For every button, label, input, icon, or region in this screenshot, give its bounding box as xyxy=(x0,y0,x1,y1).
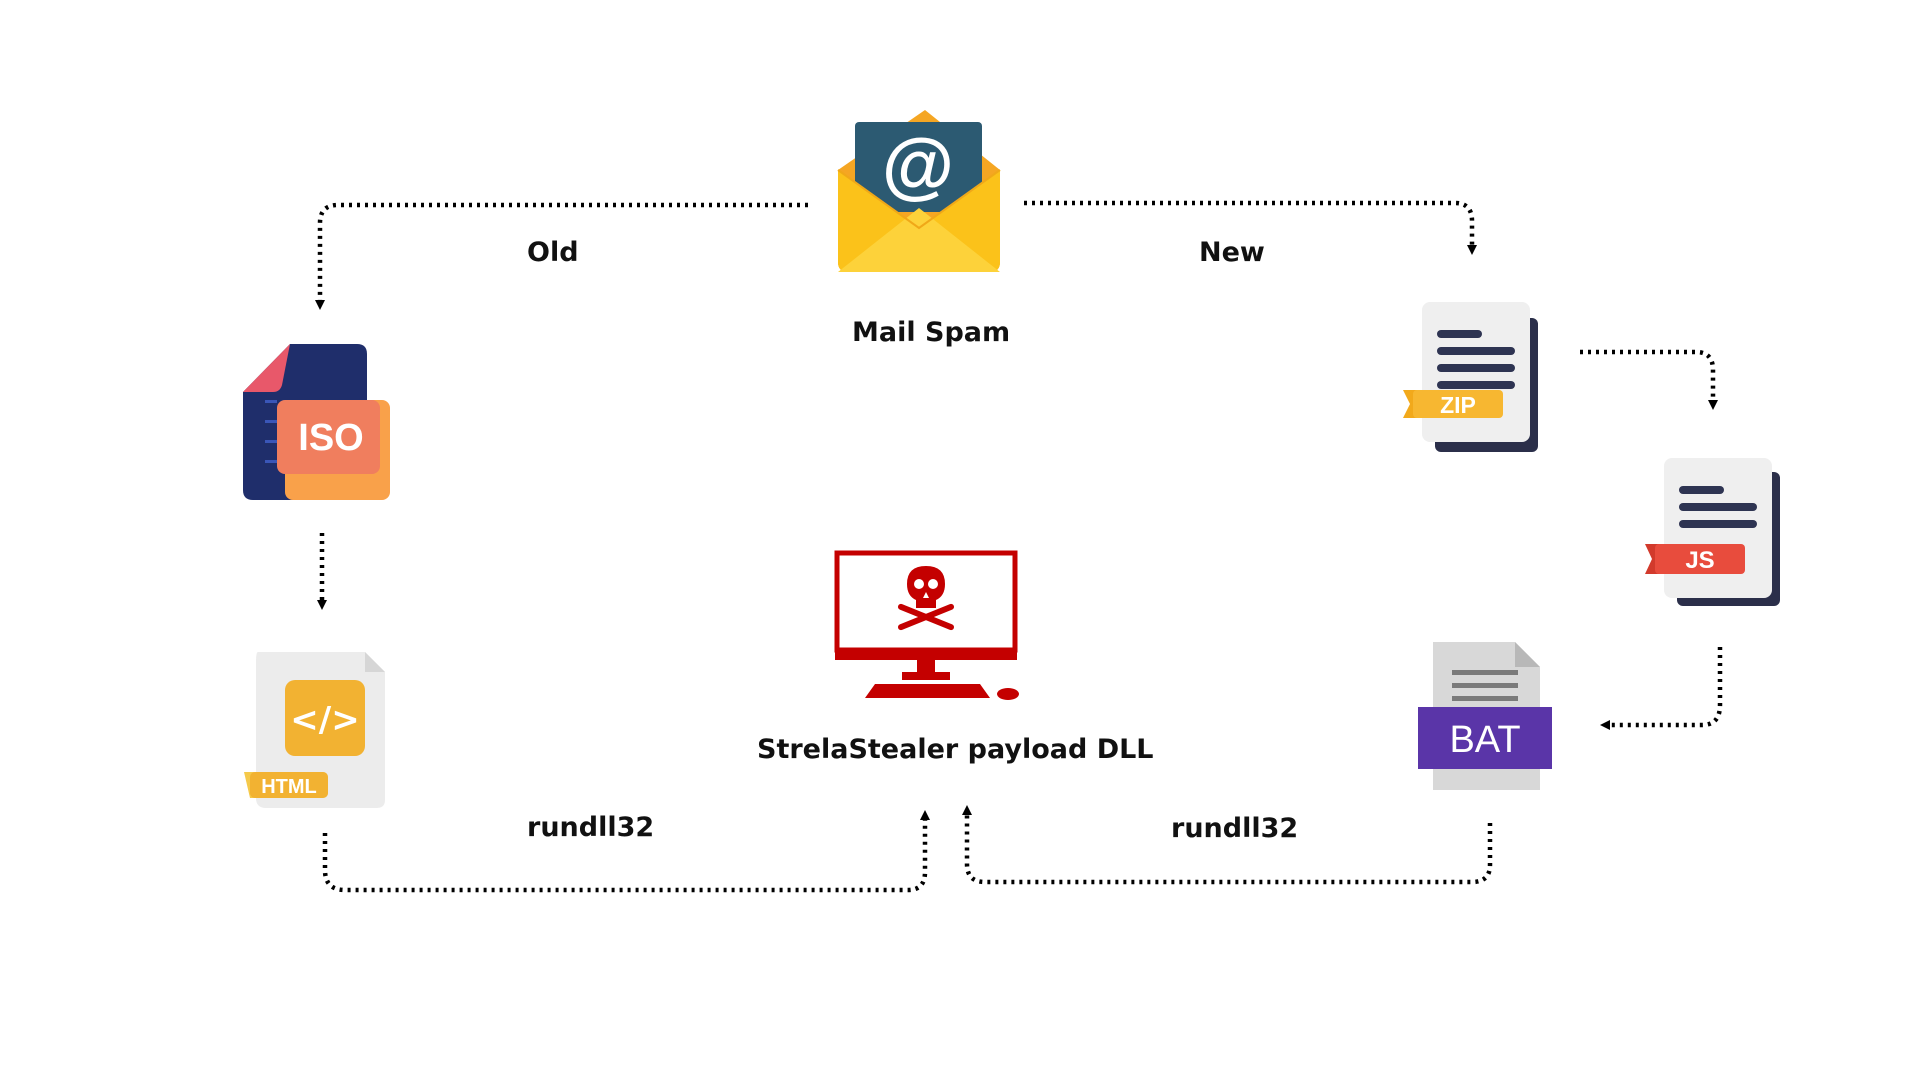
label-payload: StrelaStealer payload DLL xyxy=(757,734,1154,765)
js-file-icon: JS xyxy=(1645,458,1780,606)
arrow-mail-to-iso xyxy=(315,202,808,310)
code-glyph: </> xyxy=(290,700,359,740)
zip-file-icon: ZIP xyxy=(1403,302,1538,452)
html-file-icon: </> HTML xyxy=(244,652,385,808)
label-old: Old xyxy=(527,237,579,268)
arrow-bat-to-payload xyxy=(962,805,1493,885)
iso-file-icon: ISO xyxy=(243,344,390,500)
label-new: New xyxy=(1199,237,1265,268)
bat-file-icon: BAT xyxy=(1418,642,1552,790)
arrow-zip-to-js xyxy=(1580,349,1718,410)
html-tag-text: HTML xyxy=(261,776,317,798)
zip-tag-text: ZIP xyxy=(1440,392,1476,418)
bat-tag-text: BAT xyxy=(1449,719,1520,761)
mail-envelope-icon: @ xyxy=(837,110,1001,272)
skull-crossbones-icon xyxy=(897,566,955,631)
label-rundll-right: rundll32 xyxy=(1171,813,1299,844)
label-mail-spam: Mail Spam xyxy=(852,317,1011,348)
connectors xyxy=(315,200,1723,893)
js-tag-text: JS xyxy=(1685,547,1714,574)
at-sign-glyph: @ xyxy=(882,123,954,206)
infected-monitor-icon xyxy=(834,550,1019,700)
label-rundll-left: rundll32 xyxy=(527,812,655,843)
arrow-js-to-bat xyxy=(1600,647,1723,730)
iso-tag-text: ISO xyxy=(298,417,363,459)
